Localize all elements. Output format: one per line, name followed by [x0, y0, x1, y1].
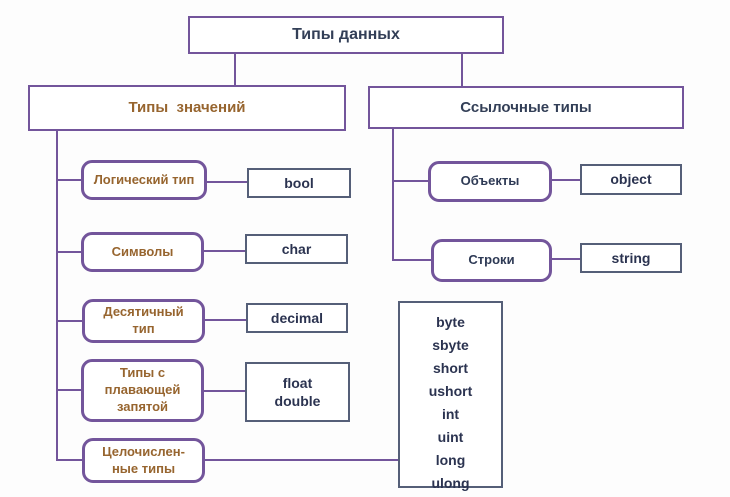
node-logical-type: Логический тип — [81, 160, 207, 200]
connector-trunk-to-characters — [56, 251, 81, 253]
node-value-types: Типы значений — [28, 85, 346, 131]
connector-trunk-to-logical — [56, 179, 81, 181]
connector-root-to-value-types — [234, 54, 236, 85]
type-box-bool: bool — [247, 168, 351, 198]
type-box-object: object — [580, 164, 682, 195]
connector-root-to-reference-types — [461, 54, 463, 86]
connector-trunk-to-objects — [392, 180, 428, 182]
node-floating-point-types: Типы с плавающей запятой — [81, 359, 204, 422]
connector-trunk-to-strings — [392, 259, 431, 261]
connector-floating-to-float-double — [204, 390, 245, 392]
node-data-types: Типы данных — [188, 16, 504, 54]
type-box-integer-list: byte sbyte short ushort int uint long ul… — [398, 301, 503, 491]
node-decimal-type: Десятичный тип — [82, 299, 205, 343]
node-objects: Объекты — [428, 161, 552, 202]
node-integer-types: Целочислен- ные типы — [82, 438, 205, 483]
connector-logical-to-bool — [207, 181, 247, 183]
connector-objects-to-object — [552, 179, 580, 181]
connector-trunk-to-floating — [56, 389, 81, 391]
connector-reference-types-trunk — [392, 129, 394, 261]
connector-strings-to-string — [552, 258, 580, 260]
connector-characters-to-char — [204, 250, 245, 252]
connector-trunk-to-decimal — [56, 320, 82, 322]
node-reference-types: Ссылочные типы — [368, 86, 684, 129]
type-box-string: string — [580, 243, 682, 273]
type-box-decimal: decimal — [246, 303, 348, 333]
type-box-char: char — [245, 234, 348, 264]
connector-integer-to-integer-list — [205, 459, 398, 461]
node-characters: Символы — [81, 232, 204, 272]
node-strings: Строки — [431, 239, 552, 282]
connector-trunk-to-integer — [56, 459, 82, 461]
connector-decimal-to-decimal — [205, 319, 246, 321]
type-box-float-double: float double — [245, 362, 350, 422]
connector-value-types-trunk — [56, 131, 58, 461]
